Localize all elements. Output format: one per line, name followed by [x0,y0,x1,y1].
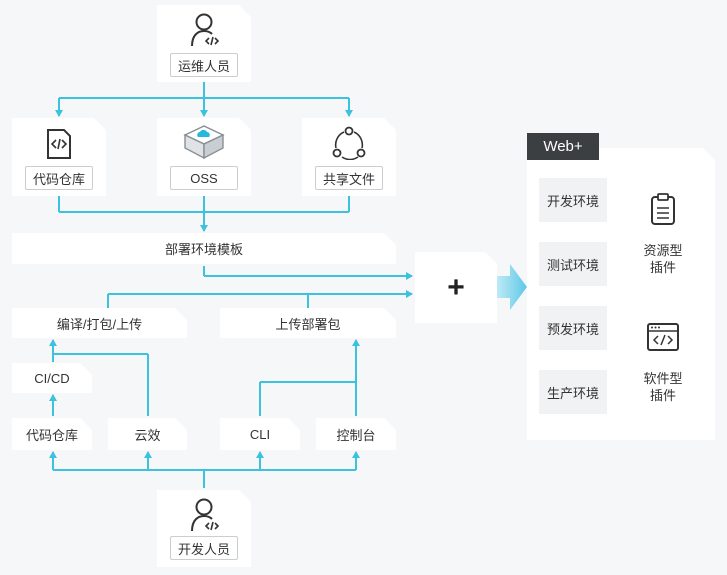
software-plugin-label-line2: 插件 [649,388,676,403]
source-shared-files-card: 共享文件 [302,118,396,196]
upload-package-card: 上传部署包 [220,308,396,338]
env-development: 开发环境 [539,178,607,222]
clipboard-icon [650,192,676,226]
developer-card: 开发人员 [157,490,251,567]
webplus-panel: 开发环境 测试环境 预发环境 生产环境 资源型 插件 [527,148,715,440]
share-icon [332,126,366,160]
env-staging: 预发环境 [539,306,607,350]
source-oss-card: OSS [157,118,251,196]
console-card: 控制台 [316,418,396,450]
cli-card: CLI [220,418,300,450]
plus-symbol: + [447,270,465,304]
dev-code-repo-card: 代码仓库 [12,418,92,450]
build-package-upload-card: 编译/打包/上传 [12,308,187,338]
build-package-upload-label: 编译/打包/上传 [56,316,143,332]
ops-person-label: 运维人员 [170,53,238,77]
cloud-storage-cube-icon [183,124,225,160]
upload-package-label: 上传部署包 [275,316,341,332]
cli-label: CLI [249,426,271,442]
code-file-icon [46,128,72,160]
ops-person-card: 运维人员 [157,5,251,82]
source-code-repo-card: 代码仓库 [12,118,106,196]
resource-plugin-label-line2: 插件 [649,260,676,275]
dev-code-repo-label: 代码仓库 [25,427,78,443]
cicd-card: CI/CD [12,363,92,393]
person-code-icon [190,13,220,47]
resource-plugin-card: 资源型 插件 [623,178,703,290]
browser-code-icon [646,322,680,352]
source-shared-files-label: 共享文件 [315,166,383,190]
resource-plugin-label-line1: 资源型 [643,243,683,258]
deploy-env-template-card: 部署环境模板 [12,233,396,264]
deploy-env-template-label: 部署环境模板 [164,242,243,257]
console-label: 控制台 [336,427,376,443]
cicd-label: CI/CD [34,370,70,386]
combine-card: + [415,252,497,323]
yunxiao-card: 云效 [108,418,187,450]
developer-label: 开发人员 [170,536,238,560]
env-testing: 测试环境 [539,242,607,286]
env-production: 生产环境 [539,370,607,414]
flow-arrow [497,264,527,310]
yunxiao-label: 云效 [134,427,161,443]
source-code-repo-label: 代码仓库 [25,166,93,190]
software-plugin-label-line1: 软件型 [643,371,683,386]
source-oss-label: OSS [170,166,238,190]
webplus-title: Web+ [527,133,599,160]
software-plugin-card: 软件型 插件 [623,306,703,418]
person-code-icon [190,498,220,532]
